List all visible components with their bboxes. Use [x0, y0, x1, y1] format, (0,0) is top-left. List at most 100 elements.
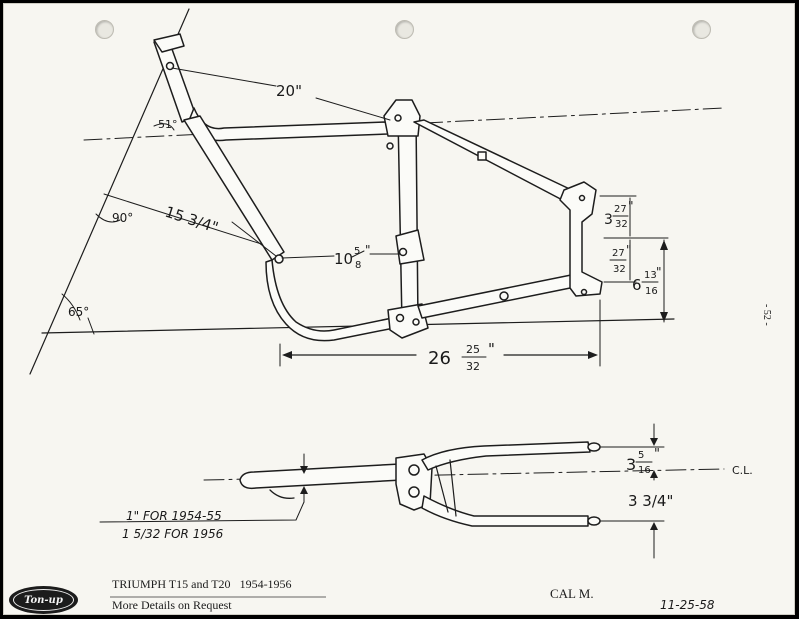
- leader-line: [281, 255, 335, 259]
- arrowhead: [660, 312, 668, 322]
- arrowhead: [300, 466, 308, 474]
- dim-num: 5: [638, 450, 644, 461]
- dim-num: 25: [466, 343, 480, 356]
- upper-rear-arm: [421, 441, 591, 471]
- dim-num: 13: [644, 270, 657, 281]
- mount-point: [398, 247, 408, 257]
- dim-lower-width: 3 3/4": [628, 492, 673, 510]
- leader-line: [231, 221, 277, 257]
- cross-brace: [449, 459, 457, 517]
- dim-lower-mount: 27 32 ": [609, 243, 632, 275]
- dim-den: 32: [466, 360, 480, 373]
- dim-unit: ": [654, 447, 660, 462]
- rear-eye-lower: [587, 516, 601, 526]
- mount-point: [274, 254, 284, 264]
- arrowhead: [650, 438, 658, 446]
- dim-whole: 26: [428, 348, 451, 369]
- arrowhead: [588, 351, 598, 359]
- down-tube: [183, 115, 285, 261]
- mount-point: [412, 318, 420, 326]
- arrowhead: [650, 470, 658, 478]
- logo-text: Ton-up: [13, 589, 74, 611]
- mount-point: [580, 288, 588, 296]
- arrowhead: [282, 351, 292, 359]
- middle-lug: [395, 229, 425, 265]
- angle-arc: [61, 293, 81, 321]
- dim-unit: ": [488, 340, 495, 358]
- plan-view: 3 5 16 " 3 3/4" C.L. 1" FOR 1954-55 1 5/…: [99, 423, 753, 559]
- arrowhead: [300, 486, 308, 494]
- mount-point: [394, 114, 402, 122]
- note-1956: 1 5/32 FOR 1956: [122, 527, 224, 541]
- centerline: [203, 468, 725, 481]
- punch-hole-right: [692, 20, 711, 39]
- dim-upper-width: 3 5 16 ": [626, 447, 660, 476]
- dim-top-length: 20": [276, 82, 302, 100]
- mount-point: [578, 194, 586, 202]
- mount-point: [499, 291, 509, 301]
- dim-den: 8: [355, 260, 361, 271]
- rear-mount-plate: [559, 181, 603, 297]
- seat-tube: [397, 115, 419, 325]
- stay-tab: [477, 151, 487, 161]
- dim-den: 16: [645, 286, 658, 297]
- junction-bolt: [408, 464, 420, 476]
- dim-den: 32: [613, 264, 626, 275]
- dim-num: 27: [614, 204, 627, 215]
- leader-line: [171, 67, 277, 87]
- steering-axis-line: [29, 8, 190, 375]
- leader-line: [87, 317, 95, 335]
- angle-arc: [153, 123, 175, 131]
- punch-hole-middle: [395, 20, 414, 39]
- dim-unit: ": [656, 265, 662, 279]
- bottom-lug: [387, 303, 429, 339]
- dim-whole: 10: [334, 250, 353, 268]
- dim-num: 27: [612, 248, 625, 259]
- rear-eye-upper: [587, 442, 601, 452]
- caption-note: More Details on Request: [112, 598, 232, 612]
- dim-num: 5: [354, 246, 360, 257]
- frame-drawing: 20" 51° 90° 65° 15 3/4" 10 5 8 " 26 25 3…: [29, 8, 772, 612]
- dim-unit: ": [365, 243, 371, 257]
- junction-bolt: [408, 486, 420, 498]
- dim-down-tube: 15 3/4": [163, 203, 221, 237]
- caption-years: 1954-1956: [239, 577, 292, 591]
- dim-whole: 6: [632, 276, 642, 294]
- side-view: 20" 51° 90° 65° 15 3/4" 10 5 8 " 26 25 3…: [29, 8, 725, 375]
- dim-rake-angle: 65°: [68, 305, 89, 319]
- lower-rear-arm: [421, 495, 589, 527]
- lower-cradle: [265, 259, 405, 342]
- head-tube-top: [153, 33, 185, 53]
- arrowhead: [660, 240, 668, 250]
- front-spine: [239, 463, 403, 490]
- dim-right-angle: 90°: [112, 211, 133, 225]
- dim-den: 32: [615, 219, 628, 230]
- punch-hole-left: [95, 20, 114, 39]
- dim-whole: 3: [626, 455, 636, 474]
- dim-wheelbase: 26 25 32 ": [428, 340, 495, 373]
- fraction-bar: [351, 250, 365, 258]
- dim-seat-height: 10 5 8 ": [334, 243, 371, 271]
- arrowhead: [650, 522, 658, 530]
- dim-upper-mount: 3 27 32 ": [604, 199, 634, 230]
- page-number: - 52 -: [761, 304, 772, 326]
- ton-up-logo: Ton-up: [9, 586, 78, 614]
- mount-point: [386, 142, 394, 150]
- dim-den: 16: [638, 465, 651, 476]
- note-leader: [99, 501, 305, 523]
- mount-point: [395, 313, 405, 323]
- caption-title: TRIUMPH T15 and T20 1954-1956: [112, 577, 292, 592]
- seat-lug: [383, 99, 421, 137]
- drawing-sheet: 20" 51° 90° 65° 15 3/4" 10 5 8 " 26 25 3…: [3, 3, 795, 615]
- angle-arc: [95, 213, 121, 223]
- dim-head-angle: 51°: [158, 118, 178, 131]
- spine-bracket: [269, 489, 295, 499]
- caption-model: TRIUMPH T15 and T20: [112, 577, 231, 591]
- dim-whole: 3: [604, 212, 613, 228]
- perpendicular-line: [103, 193, 275, 249]
- note-1954-55: 1" FOR 1954-55: [126, 509, 222, 523]
- dim-unit: ": [626, 243, 632, 257]
- centerline-label: C.L.: [732, 464, 753, 477]
- rear-upper-stay: [413, 119, 577, 205]
- leader-line: [315, 97, 391, 121]
